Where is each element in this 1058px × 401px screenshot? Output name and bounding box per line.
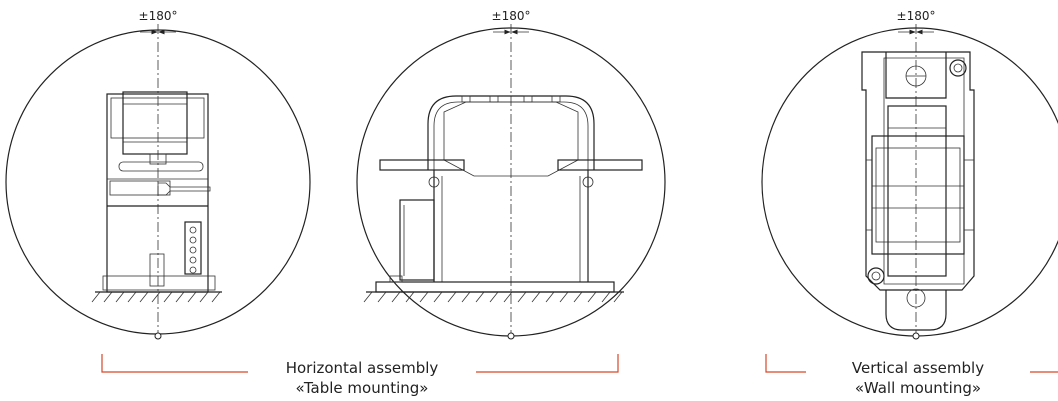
bracket-vertical-assembly xyxy=(765,354,1058,373)
rotation-angle-label: ±180° xyxy=(139,9,178,23)
axis-end-point xyxy=(912,332,920,340)
axis-end-point xyxy=(507,332,515,340)
transformer-side xyxy=(102,91,216,293)
transformer-wall xyxy=(861,51,975,331)
figure-table-side-view: ±180° xyxy=(5,9,311,340)
bracket-horizontal-assembly xyxy=(101,354,619,373)
figure-wall-view: ±180° xyxy=(761,9,1058,340)
rotation-angle-label: ±180° xyxy=(897,9,936,23)
caption-wall-mounting: «Wall mounting» xyxy=(855,379,981,397)
ground-hatching xyxy=(363,291,624,303)
caption-table-mounting: «Table mounting» xyxy=(296,379,429,397)
caption-vertical-assembly: Vertical assembly xyxy=(852,359,984,377)
transformer-front xyxy=(375,95,643,293)
ground-hatching xyxy=(91,291,222,303)
figure-table-front-view: ±180° xyxy=(356,9,666,340)
rotation-angle-label: ±180° xyxy=(492,9,531,23)
caption-horizontal-assembly: Horizontal assembly xyxy=(286,359,439,377)
axis-end-point xyxy=(154,332,162,340)
